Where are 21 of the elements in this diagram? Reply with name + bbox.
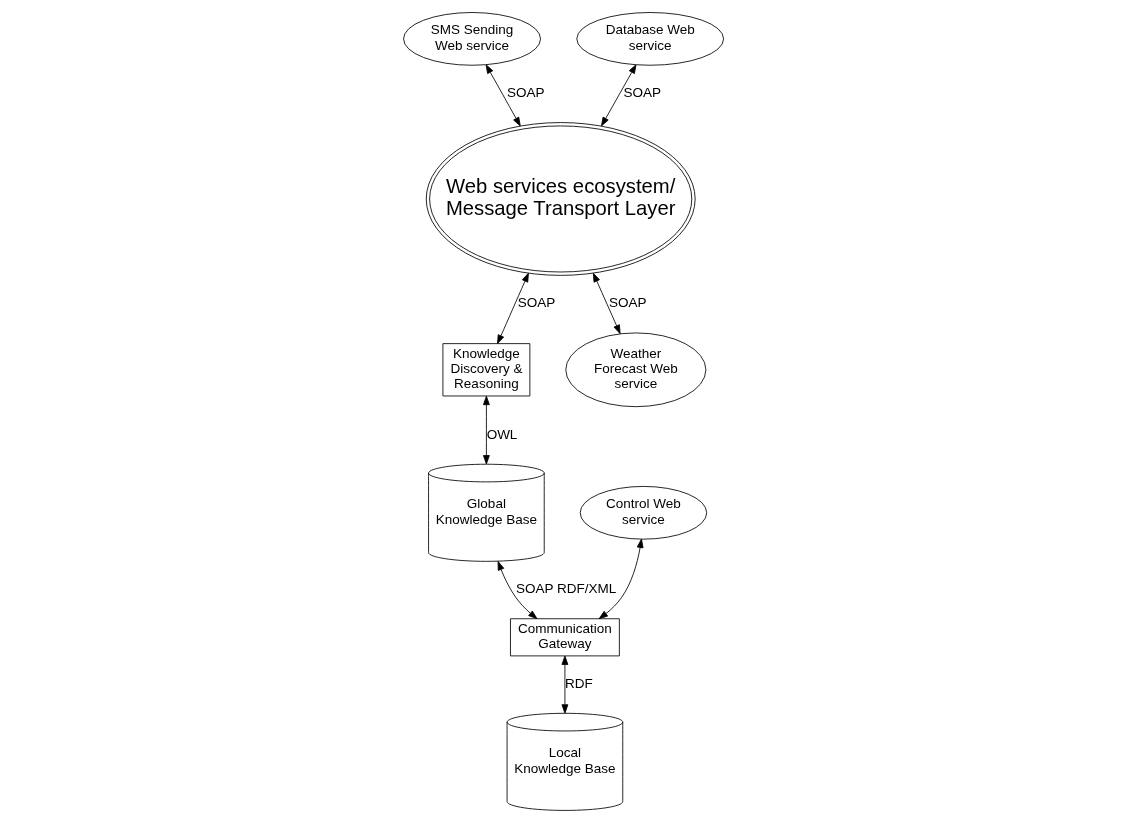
edge-label: SOAP xyxy=(517,295,556,311)
arrow xyxy=(601,64,637,127)
arrow xyxy=(485,64,521,127)
node-ellipse: SMS Sending Web service xyxy=(403,12,541,66)
edge-label: SOAP xyxy=(506,85,545,101)
edge-label: SOAP xyxy=(609,295,647,311)
arrow xyxy=(598,538,644,620)
arrow xyxy=(497,561,538,620)
arrow xyxy=(483,395,490,465)
node-ellipse: Database Web service xyxy=(576,12,725,66)
arrow xyxy=(497,272,529,344)
node-ellipse: Control Web service xyxy=(579,486,708,540)
node-box: Knowledge Discovery & Reasoning xyxy=(442,343,531,397)
edge-label: RDF xyxy=(564,675,593,691)
edge-label: SOAP RDF/XML xyxy=(516,581,617,597)
edge-label: OWL xyxy=(486,426,518,442)
node-ellipse: Weather Forecast Web service xyxy=(565,332,707,408)
arrow xyxy=(592,272,621,335)
edge-label: SOAP xyxy=(623,85,661,101)
arrow xyxy=(561,655,569,714)
node-box: Communication Gateway xyxy=(510,618,620,657)
